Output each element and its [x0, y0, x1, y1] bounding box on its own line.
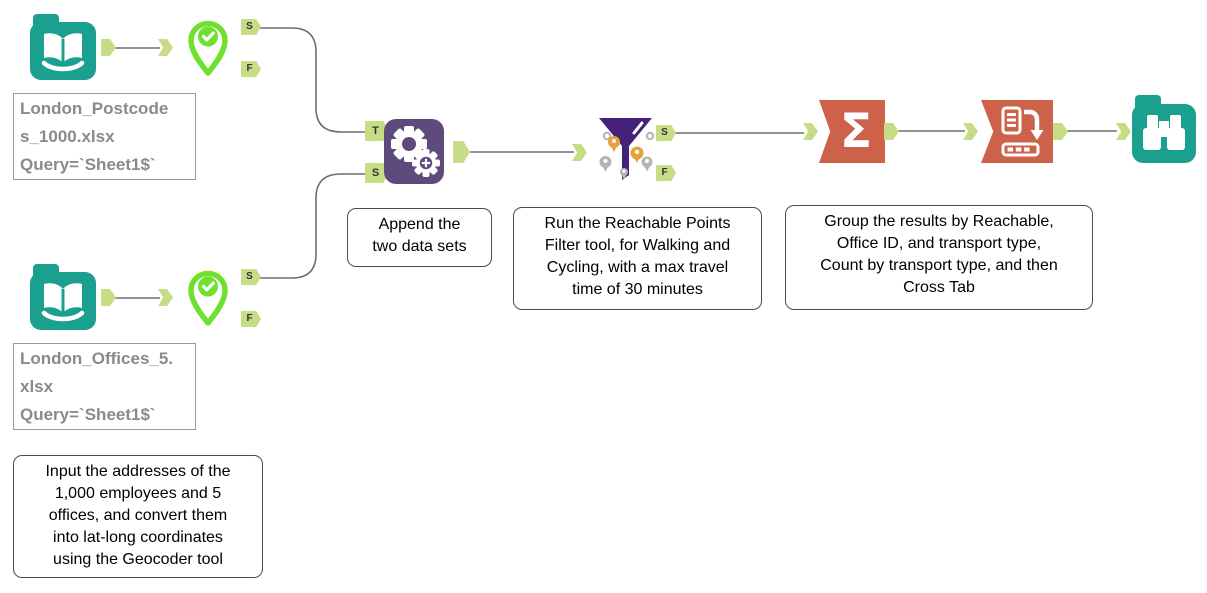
crosstab-output-anchor[interactable]: [1053, 123, 1068, 140]
crosstab-tool[interactable]: [981, 100, 1053, 163]
orange-pin: [630, 146, 644, 163]
geocoder2-input-anchor[interactable]: [158, 289, 173, 306]
filter-input-anchor[interactable]: [572, 144, 587, 161]
filter-fail-anchor[interactable]: F: [656, 165, 676, 181]
group-annotation[interactable]: Group the results by Reachable, Office I…: [785, 205, 1093, 310]
input1-file-label[interactable]: London_Postcode s_1000.xlsx Query=`Sheet…: [13, 93, 196, 180]
browse-input-anchor[interactable]: [1116, 123, 1131, 140]
funnel-pins-icon: [597, 115, 654, 187]
input-data-tool-postcodes[interactable]: [30, 14, 96, 80]
anchor-letter: S: [246, 271, 253, 282]
input2-file-label[interactable]: London_Offices_5. xlsx Query=`Sheet1$`: [13, 343, 196, 430]
gears-icon: [384, 119, 444, 184]
filter-success-anchor[interactable]: S: [656, 125, 676, 141]
geocoder1-fail-anchor[interactable]: F: [241, 61, 261, 77]
geocoder2-fail-anchor[interactable]: F: [241, 311, 261, 327]
append-target-input-anchor[interactable]: T: [365, 121, 389, 141]
anchor-letter: S: [371, 166, 380, 179]
anchor-letter: T: [372, 124, 379, 137]
binoculars-icon: [1132, 95, 1196, 163]
wire-geocoder1-append-t: [257, 27, 366, 133]
geocoder-tool-postcodes[interactable]: [184, 20, 232, 77]
input-data-icon: [30, 14, 96, 80]
wire-geocoder2-append-s: [257, 173, 366, 279]
append-output-anchor[interactable]: [453, 141, 470, 163]
anchor-letter: F: [661, 167, 668, 178]
input2-output-anchor[interactable]: [101, 289, 116, 306]
geocoder-pin-icon: [184, 20, 232, 77]
geocoder1-success-anchor[interactable]: S: [241, 19, 261, 35]
append-fields-tool[interactable]: [384, 119, 444, 184]
anchor-letter: F: [246, 313, 253, 324]
input-data-icon: [30, 264, 96, 330]
anchor-letter: S: [661, 127, 668, 138]
geocoder-tool-offices[interactable]: [184, 270, 232, 327]
reachable-points-filter-tool[interactable]: [597, 115, 654, 187]
gray-pin: [599, 156, 612, 172]
browse-tool[interactable]: [1132, 95, 1196, 163]
append-source-input-anchor[interactable]: S: [365, 163, 389, 183]
append-annotation[interactable]: Append the two data sets: [347, 208, 492, 267]
input1-output-anchor[interactable]: [101, 39, 116, 56]
gray-pin: [620, 168, 628, 180]
sigma-icon: Σ: [839, 104, 873, 159]
geocode-annotation[interactable]: Input the addresses of the 1,000 employe…: [13, 455, 263, 578]
geocoder2-success-anchor[interactable]: S: [241, 269, 261, 285]
summarize-input-anchor[interactable]: [803, 123, 818, 140]
anchor-letter: S: [246, 21, 253, 32]
summarize-output-anchor[interactable]: [884, 123, 899, 140]
filter-annotation[interactable]: Run the Reachable Points Filter tool, fo…: [513, 207, 762, 310]
orange-pin: [608, 136, 620, 152]
geocoder-pin-icon: [184, 270, 232, 327]
geocoder1-input-anchor[interactable]: [158, 39, 173, 56]
crosstab-input-anchor[interactable]: [963, 123, 978, 140]
input-data-tool-offices[interactable]: [30, 264, 96, 330]
anchor-letter: F: [246, 63, 253, 74]
gray-pin: [641, 156, 653, 172]
crosstab-icon: [981, 100, 1053, 163]
